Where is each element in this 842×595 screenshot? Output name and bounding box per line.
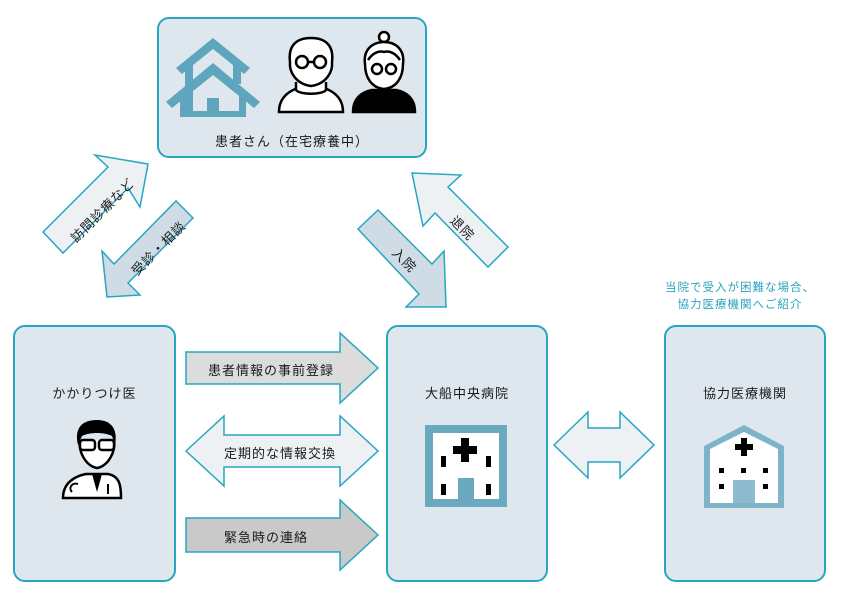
elderly-man-icon xyxy=(277,36,345,114)
exchange-arrow xyxy=(184,414,380,488)
partner-label: 協力医療機関 xyxy=(702,387,787,402)
discharge-arrow xyxy=(411,172,510,269)
emergency-label: 緊急時の連絡 xyxy=(223,531,308,546)
exchange-label: 定期的な情報交換 xyxy=(223,447,336,462)
gp-label: かかりつけ医 xyxy=(52,387,137,402)
admission-arrow xyxy=(356,208,447,308)
hospital-label: 大船中央病院 xyxy=(424,387,509,402)
referral-note: 当院で受入が困難な場合、 協力医療機関へご紹介 xyxy=(640,279,840,313)
home-visit-arrow xyxy=(41,153,149,255)
emergency-arrow xyxy=(185,498,380,572)
preregister-arrow xyxy=(185,331,380,405)
doctor-icon xyxy=(61,420,123,500)
referral-note-line1: 当院で受入が困難な場合、 xyxy=(665,280,815,294)
patient-label: 患者さん（在宅療養中） xyxy=(214,135,369,150)
consult-arrow xyxy=(101,199,195,298)
clinic-icon xyxy=(704,425,784,508)
hospital-icon xyxy=(425,425,507,507)
preregister-label: 患者情報の事前登録 xyxy=(207,364,334,379)
house-icon xyxy=(166,38,260,117)
referral-note-line2: 協力医療機関へご紹介 xyxy=(677,297,803,311)
elderly-woman-icon xyxy=(351,30,417,114)
referral-arrow xyxy=(552,410,656,480)
gp-box: かかりつけ医 xyxy=(13,325,176,582)
